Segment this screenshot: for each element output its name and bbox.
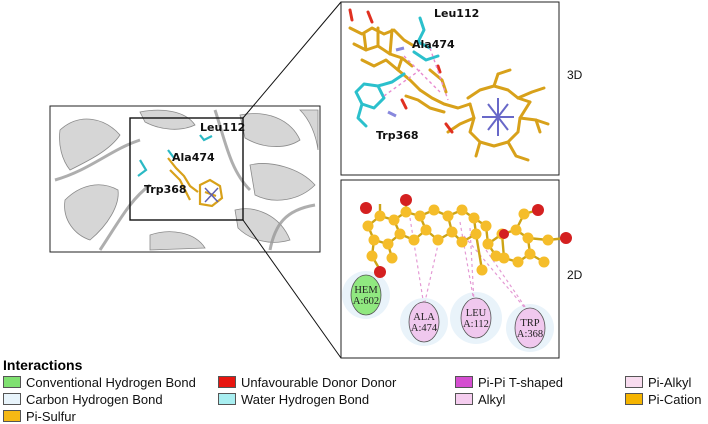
residue-node-chain: A:112 xyxy=(463,319,489,330)
legend-label: Conventional Hydrogen Bond xyxy=(26,374,196,390)
residue-sticks-3d xyxy=(354,16,440,128)
legend-swatch xyxy=(218,376,236,388)
legend-item: Unfavourable Donor Donor xyxy=(218,374,396,390)
legend-label: Unfavourable Donor Donor xyxy=(241,374,397,390)
protein-ribbons xyxy=(59,109,319,251)
legend-item: Alkyl xyxy=(455,391,505,407)
residue-node-name: ALA xyxy=(413,312,435,323)
legend-label: Alkyl xyxy=(478,391,506,407)
ligand-2d-carbons xyxy=(362,204,554,276)
legend-swatch xyxy=(218,393,236,405)
legend-swatch xyxy=(625,376,643,388)
residue-node-circle xyxy=(460,297,492,339)
legend-label: Carbon Hydrogen Bond xyxy=(26,391,163,407)
label-3d-trp: Trp368 xyxy=(376,129,419,142)
residue-node-chain: A:368 xyxy=(517,329,543,340)
label-3d-leu: Leu112 xyxy=(434,7,479,20)
residue-node-chain: A:602 xyxy=(353,296,379,307)
legend-item: Pi-Sulfur xyxy=(3,408,76,424)
label-3d-ala: Ala474 xyxy=(412,38,455,51)
ligand-3d-sticks xyxy=(348,26,550,162)
interaction-dashes-2d xyxy=(409,217,531,315)
legend-item: Conventional Hydrogen Bond xyxy=(3,374,196,390)
legend-label: Water Hydrogen Bond xyxy=(241,391,370,407)
residue-nitrogens-3d xyxy=(387,46,405,118)
legend-item: Water Hydrogen Bond xyxy=(218,391,369,407)
overview-ligand xyxy=(167,157,224,208)
legend-item: Pi-Cation xyxy=(625,391,701,407)
heme-core-3d xyxy=(482,98,514,136)
zoom-box xyxy=(129,117,244,221)
legend-item: Pi-Alkyl xyxy=(625,374,691,390)
legend-item: Carbon Hydrogen Bond xyxy=(3,391,163,407)
ligand-2d-oxygens xyxy=(360,194,572,278)
legend-label: Pi-Sulfur xyxy=(26,408,76,424)
residue-node-name: TRP xyxy=(520,318,539,329)
residue-node-circle xyxy=(350,274,382,316)
legend-item: Pi-Pi T-shaped xyxy=(455,374,563,390)
panel-3d-tag: 3D xyxy=(567,68,583,82)
residue-node-name: LEU xyxy=(466,308,487,319)
residue-node-circle xyxy=(514,307,546,349)
legend-swatch xyxy=(3,393,21,405)
legend-label: Pi-Cation xyxy=(648,391,702,407)
legend-swatch xyxy=(455,393,473,405)
zoom-connectors xyxy=(242,1,342,359)
panel-2d-tag: 2D xyxy=(567,268,583,282)
overview-label-ala: Ala474 xyxy=(172,151,215,164)
legend-swatch xyxy=(455,376,473,388)
ligand-3d-oxygens xyxy=(348,8,454,134)
ribbon-strands xyxy=(54,109,316,251)
legend-title: Interactions xyxy=(3,357,83,373)
residue-node-circle xyxy=(408,301,440,343)
panel-3d: Leu112 Ala474 Trp368 xyxy=(340,1,560,176)
overview-label-leu: Leu112 xyxy=(200,121,245,134)
overview-panel: Leu112 Ala474 Trp368 xyxy=(49,105,321,253)
overview-heme-core xyxy=(204,187,219,203)
overview-label-trp: Trp368 xyxy=(144,183,187,196)
legend-label: Pi-Alkyl xyxy=(648,374,692,390)
interaction-dashes-3d xyxy=(383,47,449,101)
legend-swatch xyxy=(3,376,21,388)
legend-swatch xyxy=(3,410,21,422)
legend-swatch xyxy=(625,393,643,405)
residue-node-name: HEM xyxy=(354,285,378,296)
legend-label: Pi-Pi T-shaped xyxy=(478,374,564,390)
residue-node-chain: A:474 xyxy=(411,323,438,334)
overview-residues xyxy=(137,134,213,177)
